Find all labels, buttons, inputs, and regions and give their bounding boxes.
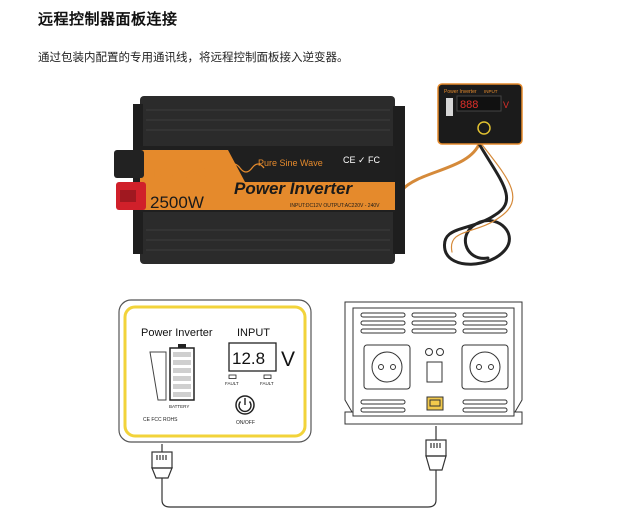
fault-led-2 [263, 374, 272, 379]
onoff-label: ON/OFF [236, 420, 255, 426]
voltage-unit: V [281, 348, 295, 371]
remote-header: Power Inverter [444, 89, 477, 95]
power-button-icon [235, 395, 255, 415]
power-rating-label: 2500W [150, 193, 204, 212]
remote-panel-drawing [118, 299, 312, 443]
rj-port [426, 396, 444, 411]
battery-icon [149, 344, 195, 401]
left-plug-icon [151, 451, 173, 479]
rj-port-inner [429, 399, 441, 407]
ac-outlet-right [461, 344, 509, 390]
switch-slot [426, 361, 443, 383]
remote-unit: V [503, 100, 509, 110]
indicator-led-2 [436, 348, 444, 356]
battery-label: BATTERY [169, 404, 189, 409]
inverter-panel-drawing [344, 301, 523, 425]
right-plug-icon [425, 426, 447, 471]
cert-label: CE ✓ FC [343, 155, 381, 165]
voltage-value: 12.8 [232, 349, 265, 368]
voltage-display-frame [228, 342, 277, 372]
inverter-unit [114, 96, 405, 264]
diagram-input-label: INPUT [237, 327, 270, 339]
fault-label-2: FAULT [260, 381, 274, 386]
remote-panel-photo [437, 83, 523, 145]
fault-label-1: FAULT [225, 381, 239, 386]
indicator-led-1 [425, 348, 433, 356]
remote-display: 888 [460, 99, 478, 111]
diagram-brand-label: Power Inverter [141, 327, 213, 339]
remote-input-caption: INPUT [484, 89, 498, 94]
page-title: 远程控制器面板连接 [38, 10, 178, 28]
fault-led-1 [228, 374, 237, 379]
dc-ac-label: DC - AC [152, 165, 207, 182]
vent-slots [360, 312, 508, 413]
spec-label: INPUT:DC12V OUTPUT:AC220V - 240V [290, 203, 380, 209]
cert-list: CE FCC ROHS [143, 417, 178, 423]
communication-cable [400, 140, 514, 266]
instruction-text: 通过包装内配置的专用通讯线，将远程控制面板接入逆变器。 [38, 50, 349, 64]
ac-outlet-left [363, 344, 411, 390]
wave-label: Pure Sine Wave [258, 158, 323, 168]
diagram-cable [151, 426, 447, 508]
brand-label: Power Inverter [234, 179, 353, 198]
